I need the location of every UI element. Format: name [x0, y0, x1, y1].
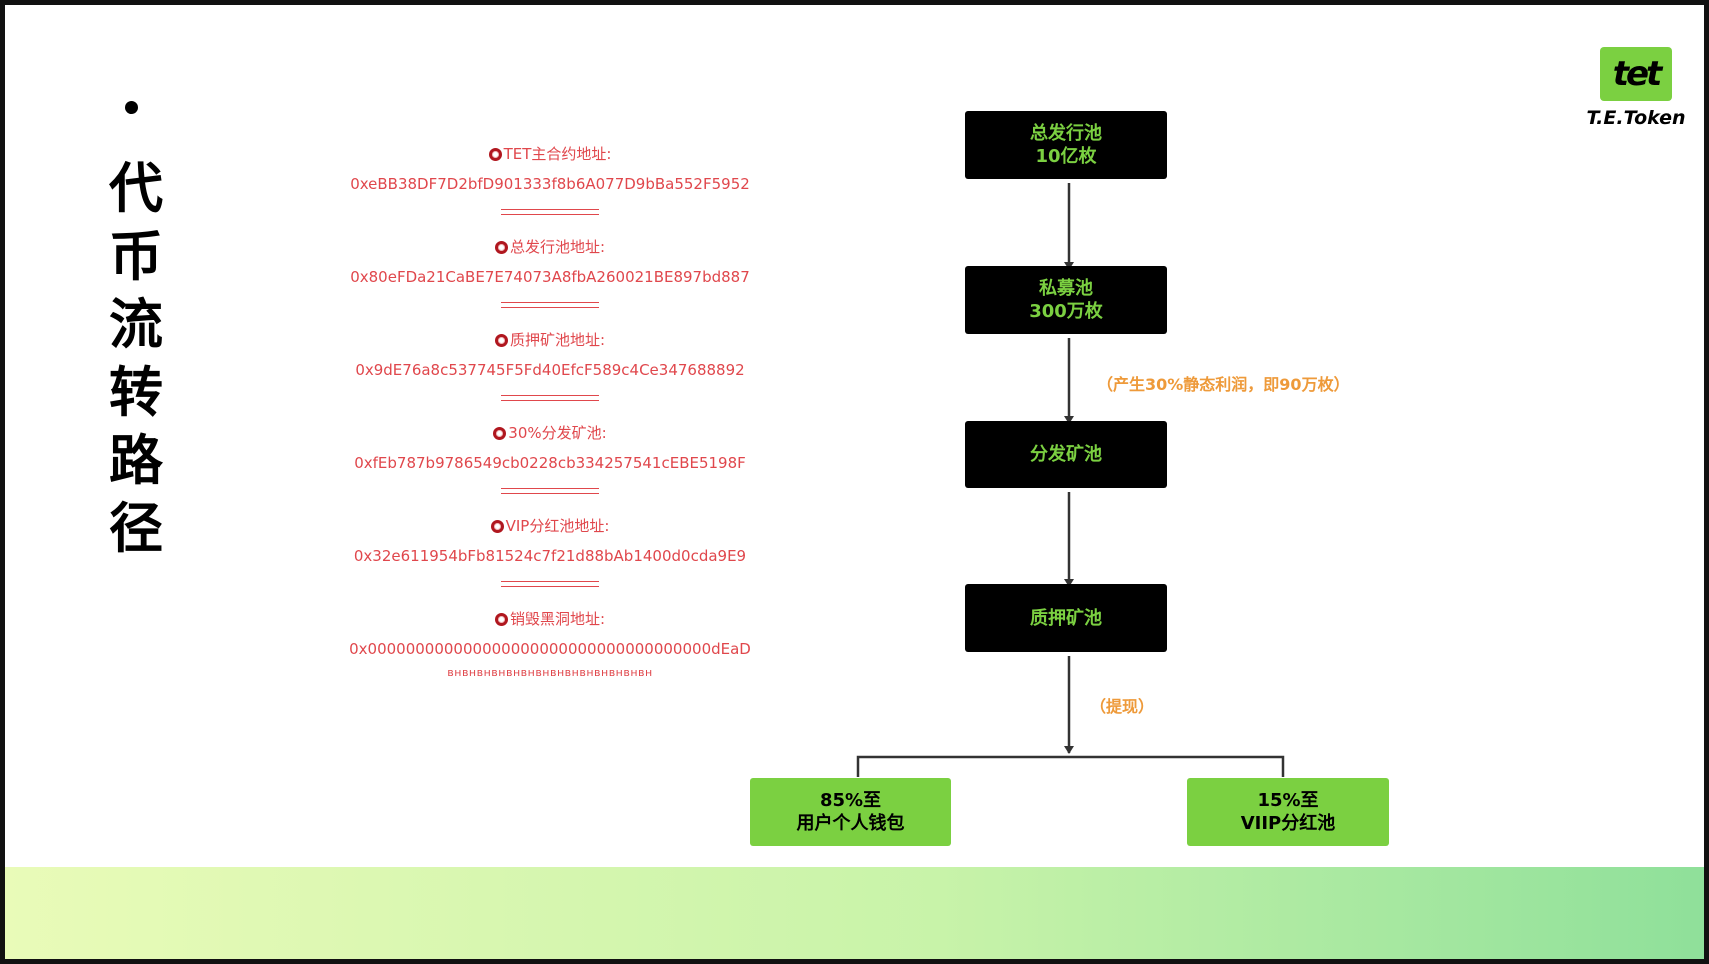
address-item: TET主合约地址: 0xeBB38DF7D2bfD901333f8b6A077D…: [335, 145, 765, 238]
title-bullet: [125, 101, 138, 114]
address-value: 0x80eFDa21CaBE7E74073A8fbA260021BE897bd8…: [350, 268, 750, 286]
logo-text: T.E.Token: [1586, 107, 1686, 129]
split-bracket: [856, 755, 1285, 777]
address-item: 质押矿池地址: 0x9dE76a8c537745F5Fd40EfcF589c4C…: [335, 331, 765, 424]
address-item: VIP分红池地址: 0x32e611954bFb81524c7f21d88bAb…: [335, 517, 765, 610]
logo-mark: tet: [1600, 47, 1672, 101]
divider: [501, 395, 599, 401]
page-title: 代币流转路径: [109, 157, 163, 560]
divider: [501, 209, 599, 215]
address-tail: внвнвнвнвнвнвнвнвнвнвнвнвнвн: [447, 666, 653, 679]
address-item: 总发行池地址: 0x80eFDa21CaBE7E74073A8fbA260021…: [335, 238, 765, 331]
divider: [501, 302, 599, 308]
ring-icon: [493, 427, 507, 440]
address-value: 0x000000000000000000000000000000000000dE…: [349, 640, 751, 658]
address-item: 30%分发矿池: 0xfEb787b9786549cb0228cb3342575…: [335, 424, 765, 517]
node-user-wallet: 85%至 用户个人钱包: [750, 778, 951, 846]
footer-gradient-band: [5, 867, 1704, 959]
edge-label-static-profit: （产生30%静态利润，即90万枚）: [1097, 375, 1350, 394]
address-label: TET主合约地址:: [503, 145, 612, 163]
node-private-pool: 私募池 300万枚: [965, 266, 1167, 334]
ring-icon: [494, 241, 508, 254]
ring-icon: [494, 334, 508, 347]
address-label: 30%分发矿池:: [508, 424, 607, 442]
address-value: 0xfEb787b9786549cb0228cb334257541cEBE519…: [354, 454, 746, 472]
divider: [501, 488, 599, 494]
address-label: 质押矿池地址:: [509, 331, 606, 349]
node-staking-pool: 质押矿池: [965, 584, 1167, 652]
node-total-issue-pool: 总发行池 10亿枚: [965, 111, 1167, 179]
node-distribution-pool: 分发矿池: [965, 421, 1167, 488]
edge-label-withdraw: （提现）: [1090, 697, 1155, 716]
address-list: TET主合约地址: 0xeBB38DF7D2bfD901333f8b6A077D…: [335, 145, 765, 703]
address-label: 销毁黑洞地址:: [509, 610, 606, 628]
ring-icon: [490, 520, 504, 533]
address-value: 0x9dE76a8c537745F5Fd40EfcF589c4Ce3476888…: [355, 361, 745, 379]
address-label: VIP分红池地址:: [505, 517, 610, 535]
address-label: 总发行池地址:: [509, 238, 606, 256]
brand-logo: tet T.E.Token: [1571, 47, 1701, 129]
divider: [501, 581, 599, 587]
node-vip-dividend-pool: 15%至 VIIP分红池: [1187, 778, 1389, 846]
ring-icon: [488, 148, 502, 161]
address-value: 0x32e611954bFb81524c7f21d88bAb1400d0cda9…: [353, 547, 747, 565]
address-value: 0xeBB38DF7D2bfD901333f8b6A077D9bBa552F59…: [350, 175, 750, 193]
ring-icon: [494, 613, 508, 626]
address-item: 销毁黑洞地址: 0x000000000000000000000000000000…: [335, 610, 765, 703]
flow-connectors: [856, 183, 1285, 777]
